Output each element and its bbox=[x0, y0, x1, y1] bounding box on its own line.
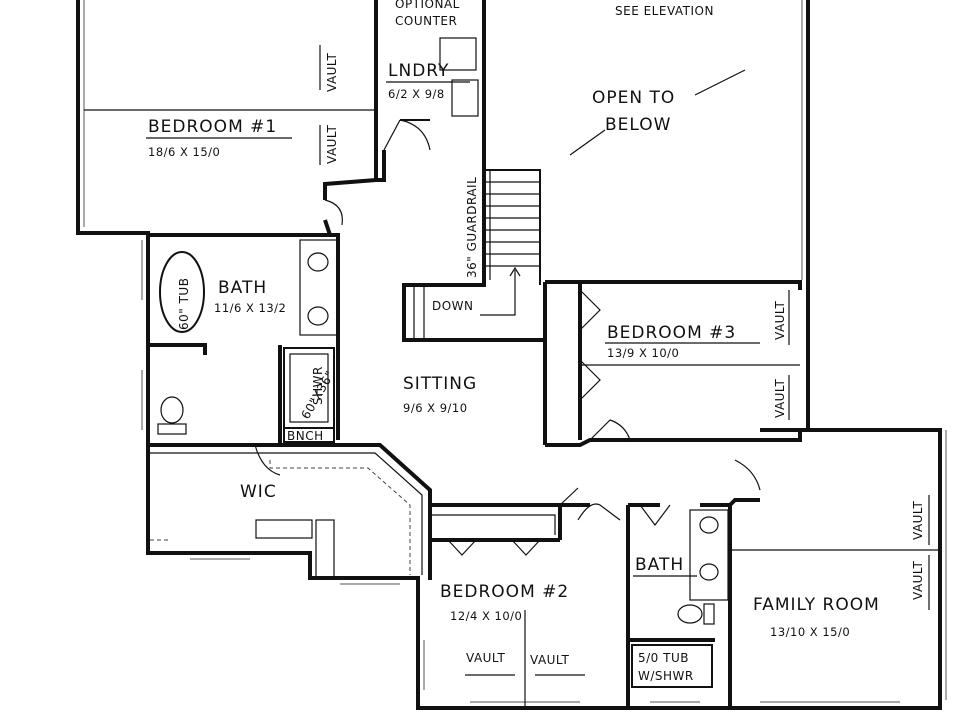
vault-label: VAULT bbox=[530, 653, 569, 667]
room-label-family: FAMILY ROOM bbox=[753, 595, 880, 615]
sink-fixture bbox=[699, 516, 719, 534]
room-label-bedroom2: BEDROOM #2 bbox=[440, 582, 569, 602]
sink-fixture bbox=[307, 252, 329, 272]
vault-label: VAULT bbox=[325, 53, 339, 92]
room-dims-bedroom3: 13/9 X 10/0 bbox=[607, 346, 679, 360]
door-swings bbox=[240, 119, 761, 556]
stair-treads bbox=[413, 181, 540, 340]
room-label-sitting: SITTING bbox=[403, 374, 477, 394]
sink-fixture bbox=[699, 563, 719, 581]
room-dims-lndry: 6/2 X 9/8 bbox=[388, 87, 445, 101]
exterior-walls bbox=[76, 0, 947, 710]
note-guardrail: 36" GUARDRAIL bbox=[465, 177, 479, 278]
vault-lines bbox=[84, 45, 940, 708]
toilet-fixture bbox=[160, 396, 184, 424]
room-label-bath2: BATH bbox=[635, 555, 684, 575]
room-label-bedroom1: BEDROOM #1 bbox=[148, 117, 277, 137]
note-below: BELOW bbox=[605, 115, 671, 135]
room-label-wic: WIC bbox=[240, 482, 277, 502]
note-optional: OPTIONAL bbox=[395, 0, 460, 11]
room-label-bedroom3: BEDROOM #3 bbox=[607, 323, 736, 343]
note-see-elevation: SEE ELEVATION bbox=[615, 4, 714, 18]
note-shwr: SHWR bbox=[311, 366, 325, 405]
room-dims-bath-master: 11/6 X 13/2 bbox=[214, 301, 286, 315]
note-tub-shwr-2: W/SHWR bbox=[638, 669, 694, 683]
vault-label: VAULT bbox=[911, 501, 925, 540]
vault-label: VAULT bbox=[911, 561, 925, 600]
vault-label: VAULT bbox=[325, 125, 339, 164]
room-dims-bedroom2: 12/4 X 10/0 bbox=[450, 609, 522, 623]
note-tub60: 60" TUB bbox=[177, 278, 191, 330]
labels: BEDROOM #1 18/6 X 15/0 OPTIONAL COUNTER … bbox=[146, 0, 925, 683]
note-bnch: BNCH bbox=[287, 429, 324, 443]
vault-label: VAULT bbox=[466, 651, 505, 665]
room-dims-sitting: 9/6 X 9/10 bbox=[403, 401, 468, 415]
vault-label: VAULT bbox=[773, 379, 787, 418]
bathtub-fixture bbox=[159, 251, 205, 333]
note-down: DOWN bbox=[432, 299, 474, 313]
note-counter: COUNTER bbox=[395, 14, 457, 28]
fixtures bbox=[150, 37, 729, 688]
room-label-bath-master: BATH bbox=[218, 278, 267, 298]
note-open-to: OPEN TO bbox=[592, 88, 675, 108]
toilet-fixture bbox=[677, 604, 703, 624]
sink-fixture bbox=[307, 306, 329, 326]
note-tub-shwr-1: 5/0 TUB bbox=[638, 651, 689, 665]
room-dims-bedroom1: 18/6 X 15/0 bbox=[148, 145, 220, 159]
vault-label: VAULT bbox=[773, 301, 787, 340]
room-label-lndry: LNDRY bbox=[388, 61, 449, 81]
room-dims-family: 13/10 X 15/0 bbox=[770, 625, 850, 639]
stairs bbox=[413, 169, 541, 340]
